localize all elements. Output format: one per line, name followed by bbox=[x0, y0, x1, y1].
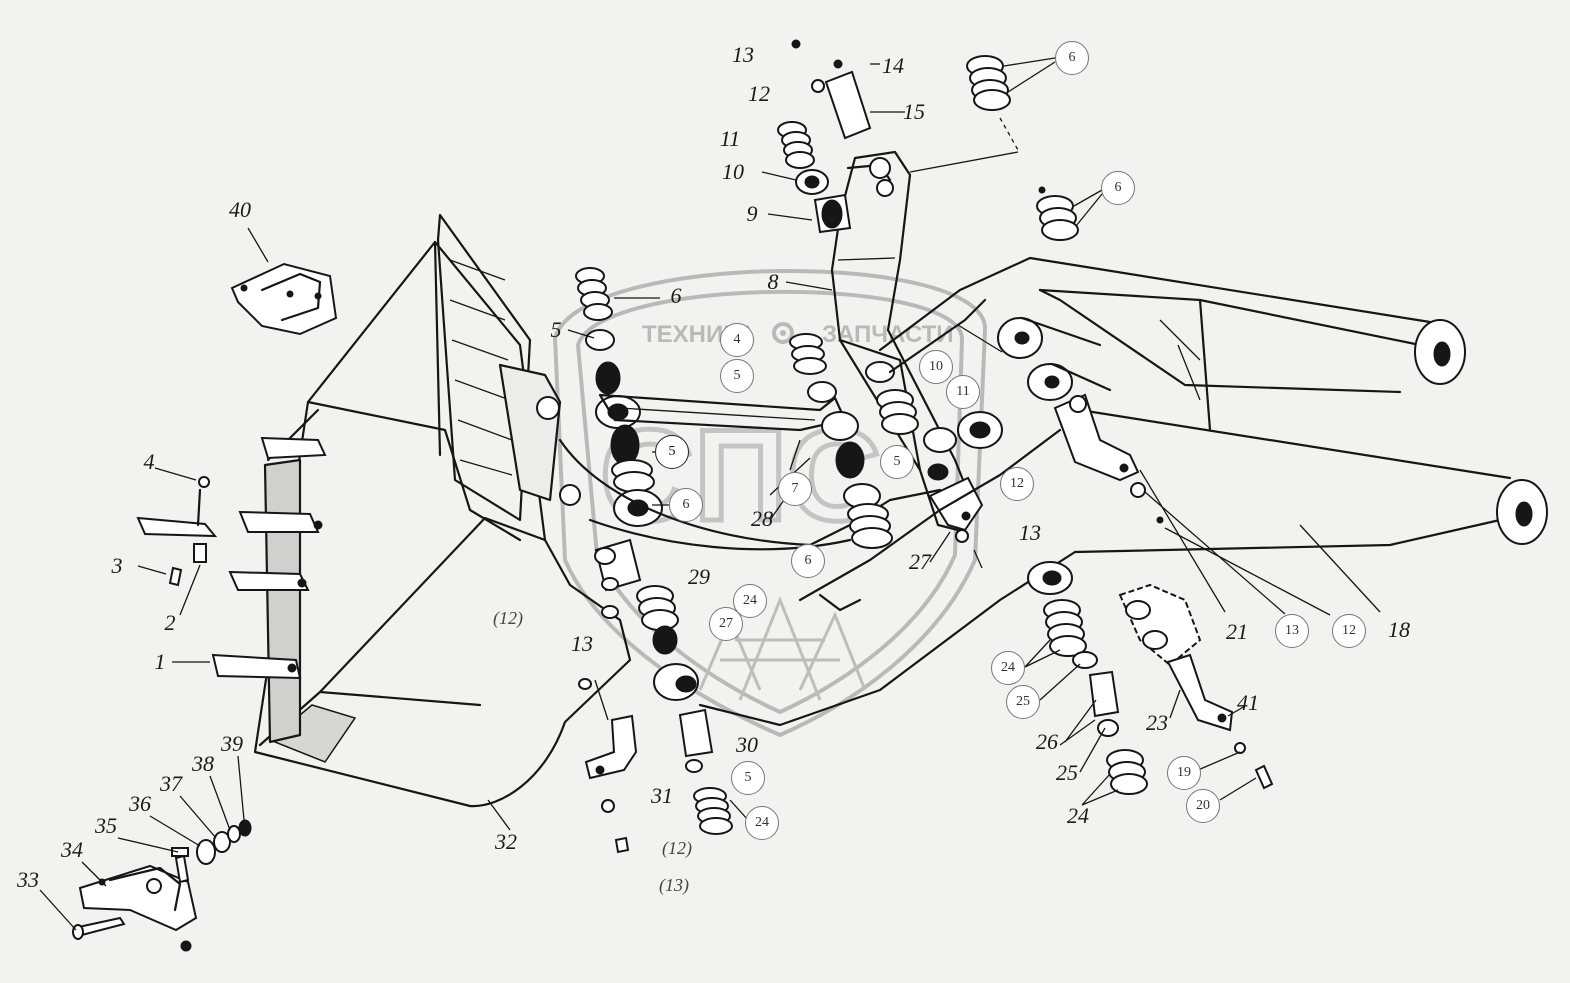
part-label-c12a: 12 bbox=[1000, 467, 1034, 501]
part-label-c12b: 12 bbox=[1332, 614, 1366, 648]
part-label-q12: (12) bbox=[493, 608, 523, 628]
part-label-c6b: 6 bbox=[1101, 171, 1135, 205]
part-label-c10: 10 bbox=[919, 350, 953, 384]
part-label-p23: 23 bbox=[1146, 710, 1168, 735]
part-label-c27b: 27 bbox=[709, 607, 743, 641]
part-label-p24: 24 bbox=[1067, 803, 1089, 828]
part-label-c5a: 5 bbox=[720, 359, 754, 393]
part-label-p10a: 10 bbox=[722, 159, 744, 184]
part-label-p21: 21 bbox=[1226, 619, 1248, 644]
part-label-p18: 18 bbox=[1388, 617, 1410, 642]
part-label-p13a: 13 bbox=[732, 42, 754, 67]
part-label-c5b: 5 bbox=[655, 435, 689, 469]
leader-lines bbox=[487, 281, 1181, 831]
part-label-p36: 36 bbox=[129, 791, 151, 816]
edge-assembly-33-39 bbox=[39, 755, 252, 952]
part-label-c24c: 24 bbox=[745, 806, 779, 840]
part-label-c5d: 5 bbox=[731, 761, 765, 795]
part-label-p3: 3 bbox=[111, 553, 123, 578]
part-label-p14: 14 bbox=[882, 53, 904, 78]
part-label-p30: 30 bbox=[736, 732, 758, 757]
part-label-p2: 2 bbox=[164, 610, 176, 635]
stack-right-upper bbox=[865, 324, 1003, 569]
tooth-assembly bbox=[136, 467, 218, 663]
part-label-p8: 8 bbox=[767, 269, 779, 294]
part-label-c24a: 24 bbox=[733, 584, 767, 618]
part-label-c6c: 6 bbox=[669, 488, 703, 522]
part-label-c6d: 6 bbox=[791, 544, 825, 578]
part-label-p11a: 11 bbox=[719, 126, 741, 151]
part-label-p5l: 5 bbox=[550, 317, 562, 342]
stack-9-11 bbox=[761, 121, 852, 234]
washers-6-top bbox=[909, 55, 1103, 241]
part-label-p37: 37 bbox=[160, 771, 182, 796]
part-label-p32: 32 bbox=[495, 829, 517, 854]
gear-icon bbox=[772, 322, 794, 344]
pin-15 bbox=[791, 39, 905, 140]
part-label-p38: 38 bbox=[192, 751, 214, 776]
part-label-c7: 7 bbox=[778, 472, 812, 506]
bucket-teeth bbox=[211, 436, 327, 680]
part-label-q12b: (12) bbox=[662, 838, 692, 858]
stack-24-26 bbox=[1024, 561, 1148, 806]
part-label-p31: 31 bbox=[651, 783, 673, 808]
part-label-p29: 29 bbox=[688, 564, 710, 589]
part-label-p35: 35 bbox=[95, 813, 117, 838]
part-label-p26: 26 bbox=[1036, 729, 1058, 754]
part-label-c11: 11 bbox=[946, 375, 980, 409]
part-label-p33: 33 bbox=[17, 867, 39, 892]
stack-center bbox=[789, 333, 893, 549]
part-label-p25: 25 bbox=[1056, 760, 1078, 785]
part-label-p9: 9 bbox=[746, 201, 758, 226]
part-label-p1: 1 bbox=[154, 649, 166, 674]
part-label-c20: 20 bbox=[1186, 789, 1220, 823]
part-label-c25: 25 bbox=[1006, 685, 1040, 719]
part-label-p13m: 13 bbox=[571, 631, 593, 656]
part-label-p28: 28 bbox=[751, 506, 773, 531]
part-label-p13r: 13 bbox=[1019, 520, 1041, 545]
part-label-c24b: 24 bbox=[991, 651, 1025, 685]
boom-arm bbox=[698, 256, 1548, 727]
part-label-p6h: 6 bbox=[670, 283, 682, 308]
part-label-c19: 19 bbox=[1167, 756, 1201, 790]
part-label-p41: 41 bbox=[1237, 690, 1259, 715]
part-label-c4: 4 bbox=[720, 323, 754, 357]
bracket-40 bbox=[230, 227, 338, 336]
part-label-p15: 15 bbox=[903, 99, 925, 124]
link-21 bbox=[1053, 393, 1381, 616]
part-label-p34: 34 bbox=[61, 837, 83, 862]
part-label-p4: 4 bbox=[143, 449, 155, 474]
part-label-p40: 40 bbox=[229, 197, 251, 222]
part-label-c6a: 6 bbox=[1055, 41, 1089, 75]
part-label-p27: 27 bbox=[909, 549, 931, 574]
bracket-23 bbox=[1118, 583, 1274, 801]
part-label-c13b: 13 bbox=[1275, 614, 1309, 648]
stack-29-31 bbox=[578, 538, 749, 854]
part-label-p39: 39 bbox=[221, 731, 243, 756]
part-label-p12a: 12 bbox=[748, 81, 770, 106]
part-label-c5c: 5 bbox=[880, 445, 914, 479]
part-label-q13b: (13) bbox=[659, 875, 689, 895]
stack-5-6-left bbox=[567, 267, 672, 527]
